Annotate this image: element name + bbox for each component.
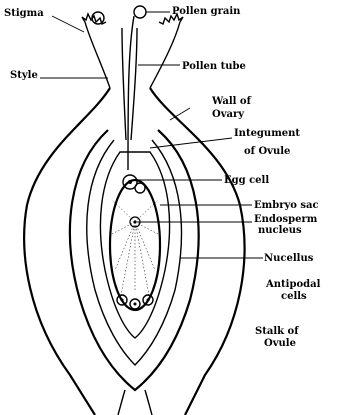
label-integument-2: of Ovule [244, 146, 290, 157]
stigma-left [82, 14, 110, 88]
style-channel-right [131, 28, 137, 140]
label-stigma: Stigma [4, 8, 44, 19]
label-pollen-tube: Pollen tube [182, 61, 246, 72]
endosperm-nucleus [110, 200, 160, 300]
stigma-right [150, 14, 183, 88]
label-antipodal-2: cells [281, 291, 307, 302]
label-embryo-sac: Embryo sac [254, 200, 319, 211]
label-stalk-1: Stalk of [255, 326, 299, 337]
label-stalk-2: Ovule [264, 338, 296, 349]
pollen-grain-right [134, 6, 146, 18]
pollen-grain-left [92, 12, 104, 24]
embryo-sac [110, 180, 160, 310]
style-channel-left [122, 28, 126, 140]
label-wall-of-ovary-1: Wall of [211, 96, 252, 107]
label-endosperm-2: nucleus [258, 225, 302, 236]
ovule-stalk [118, 390, 152, 415]
label-antipodal-1: Antipodal [265, 279, 321, 290]
label-pollen-grain: Pollen grain [172, 6, 241, 17]
label-endosperm-1: Endosperm [254, 214, 318, 225]
pollen-tube [128, 16, 134, 170]
label-integument-1: Integument [234, 128, 300, 139]
label-egg-cell: Egg cell [224, 175, 269, 186]
leader-lines [40, 12, 263, 258]
label-nucellus: Nucellus [264, 253, 314, 264]
label-wall-of-ovary-2: Ovary [212, 109, 245, 120]
egg-cell-nucleus [128, 180, 132, 184]
label-style: Style [10, 70, 38, 81]
ovary-wall-outer [24, 88, 110, 415]
synergid [135, 183, 145, 193]
